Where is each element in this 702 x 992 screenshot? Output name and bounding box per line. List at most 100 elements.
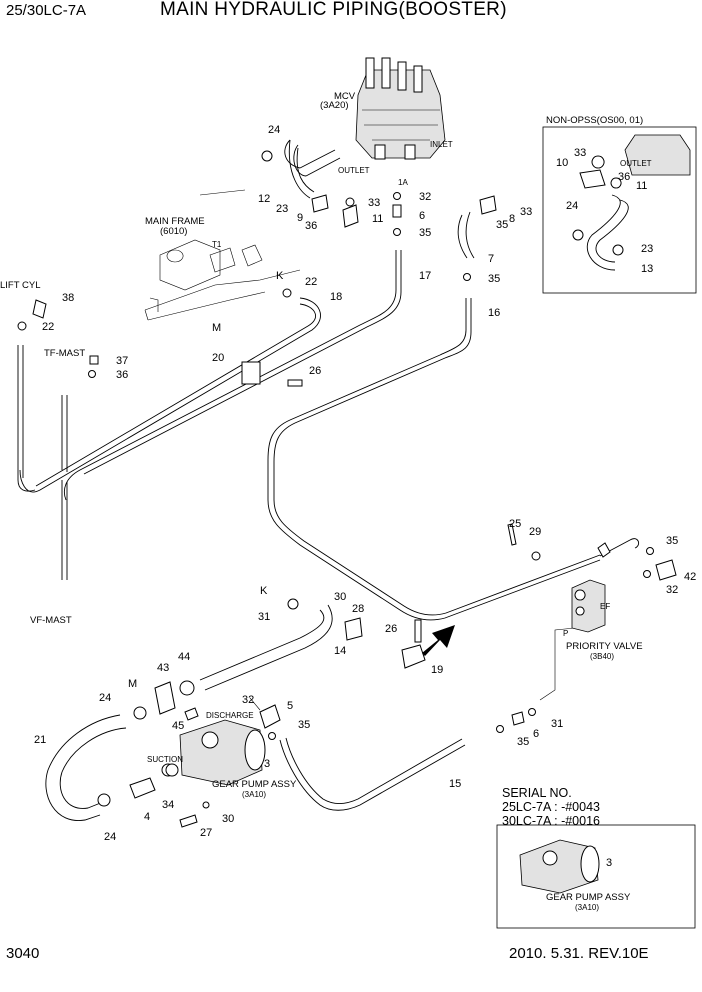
part-number: 32 bbox=[419, 191, 431, 203]
serial-info: SERIAL NO. 25LC-7A : -#0043 30LC-7A : -#… bbox=[502, 786, 600, 828]
label-m1: M bbox=[212, 322, 221, 334]
part-number: 24 bbox=[104, 831, 116, 843]
part-number: 24 bbox=[566, 200, 578, 212]
label-non-opss: NON-OPSS(OS00, 01) bbox=[546, 115, 643, 126]
part-number: 8 bbox=[509, 213, 515, 225]
part-number: 10 bbox=[556, 157, 568, 169]
label-gear-pump-2: GEAR PUMP ASSY bbox=[546, 892, 631, 903]
serial-heading: SERIAL NO. bbox=[502, 786, 572, 800]
part-number: 37 bbox=[116, 355, 128, 367]
label-k2: K bbox=[260, 585, 268, 597]
page-title: MAIN HYDRAULIC PIPING(BOOSTER) bbox=[160, 0, 507, 20]
part-number: 31 bbox=[258, 611, 270, 623]
label-lift-cyl: LIFT CYL bbox=[0, 280, 40, 291]
label-outlet-2: OUTLET bbox=[620, 159, 652, 168]
part-number: 43 bbox=[157, 662, 169, 674]
part-number: 26 bbox=[309, 365, 321, 377]
part-number: 22 bbox=[42, 321, 54, 333]
revision-date: 2010. 5.31. REV.10E bbox=[509, 945, 649, 962]
part-number: 17 bbox=[419, 270, 431, 282]
part-number: 36 bbox=[618, 171, 630, 183]
label-mcv-ref: (3A20) bbox=[320, 100, 349, 111]
label-tf-mast: TF-MAST bbox=[44, 348, 85, 359]
diagram-labels: MCV (3A20) OUTLET INLET 1A MAIN FRAME (6… bbox=[0, 91, 652, 912]
label-ef: EF bbox=[600, 602, 610, 611]
part-number: 7 bbox=[488, 253, 494, 265]
part-number: 3 bbox=[264, 758, 270, 770]
part-number: 4 bbox=[144, 811, 150, 823]
part-number: 35 bbox=[666, 535, 678, 547]
label-k1: K bbox=[276, 270, 284, 282]
part-number: 23 bbox=[641, 243, 653, 255]
part-number: 45 bbox=[172, 720, 184, 732]
part-number: 33 bbox=[520, 206, 532, 218]
part-number: 22 bbox=[305, 276, 317, 288]
label-t1: T1 bbox=[212, 240, 222, 249]
part-number: 35 bbox=[488, 273, 500, 285]
label-suction: SUCTION bbox=[147, 755, 183, 764]
part-number: 32 bbox=[666, 584, 678, 596]
part-number: 9 bbox=[297, 212, 303, 224]
non-opss-inset-box bbox=[542, 126, 697, 294]
part-number: 21 bbox=[34, 734, 46, 746]
label-gear-pump-ref: (3A10) bbox=[242, 790, 266, 799]
part-number: 18 bbox=[330, 291, 342, 303]
label-outlet: OUTLET bbox=[338, 166, 370, 175]
part-number: 42 bbox=[684, 571, 696, 583]
part-number: 35 bbox=[517, 736, 529, 748]
part-number: 32 bbox=[242, 694, 254, 706]
part-number: 35 bbox=[496, 219, 508, 231]
label-mcv: MCV bbox=[334, 91, 356, 102]
part-number: 38 bbox=[62, 292, 74, 304]
part-numbers: 24 12 23 9 36 33 11 32 6 35 8 33 35 7 35… bbox=[34, 124, 696, 869]
part-number: 30 bbox=[334, 591, 346, 603]
part-number: 31 bbox=[551, 718, 563, 730]
label-inlet: INLET bbox=[430, 140, 453, 149]
part-number: 26 bbox=[385, 623, 397, 635]
page-number: 3040 bbox=[6, 945, 40, 962]
part-number: 15 bbox=[449, 778, 461, 790]
part-number: 44 bbox=[178, 651, 190, 663]
label-priority-valve-ref: (3B40) bbox=[590, 652, 614, 661]
part-number: 20 bbox=[212, 352, 224, 364]
serial-line-2: 30LC-7A : -#0016 bbox=[502, 814, 600, 828]
part-number: 30 bbox=[222, 813, 234, 825]
part-number: 13 bbox=[641, 263, 653, 275]
part-number: 35 bbox=[298, 719, 310, 731]
non-opss-valve bbox=[579, 134, 691, 271]
part-number: 16 bbox=[488, 307, 500, 319]
part-number: 6 bbox=[533, 728, 539, 740]
part-number: 27 bbox=[200, 827, 212, 839]
main-frame bbox=[144, 189, 301, 321]
gear-pump-inset-box bbox=[496, 824, 696, 929]
label-gear-pump-ref-2: (3A10) bbox=[575, 903, 599, 912]
part-number: 29 bbox=[529, 526, 541, 538]
part-number: 34 bbox=[162, 799, 174, 811]
part-number: 35 bbox=[419, 227, 431, 239]
part-number: 12 bbox=[258, 193, 270, 205]
part-number: 6 bbox=[419, 210, 425, 222]
priority-valve bbox=[571, 579, 606, 633]
model-code: 25/30LC-7A bbox=[6, 2, 87, 19]
part-number: 33 bbox=[368, 197, 380, 209]
label-main-frame-ref: (6010) bbox=[160, 226, 187, 237]
part-number: 3 bbox=[606, 857, 612, 869]
part-number: 14 bbox=[334, 645, 346, 657]
part-number: 11 bbox=[372, 213, 383, 225]
label-gear-pump: GEAR PUMP ASSY bbox=[212, 779, 297, 790]
part-number: 11 bbox=[636, 180, 647, 192]
flow-arrow bbox=[422, 625, 455, 656]
part-number: 36 bbox=[116, 369, 128, 381]
part-number: 33 bbox=[574, 147, 586, 159]
part-number: 25 bbox=[509, 518, 521, 530]
part-number: 28 bbox=[352, 603, 364, 615]
part-number: 23 bbox=[276, 203, 288, 215]
label-discharge: DISCHARGE bbox=[206, 711, 254, 720]
serial-line-1: 25LC-7A : -#0043 bbox=[502, 800, 600, 814]
part-number: 24 bbox=[99, 692, 111, 704]
part-number: 5 bbox=[287, 700, 293, 712]
piping bbox=[17, 139, 640, 821]
label-m2: M bbox=[128, 678, 137, 690]
gear-pump-inset bbox=[519, 839, 600, 894]
